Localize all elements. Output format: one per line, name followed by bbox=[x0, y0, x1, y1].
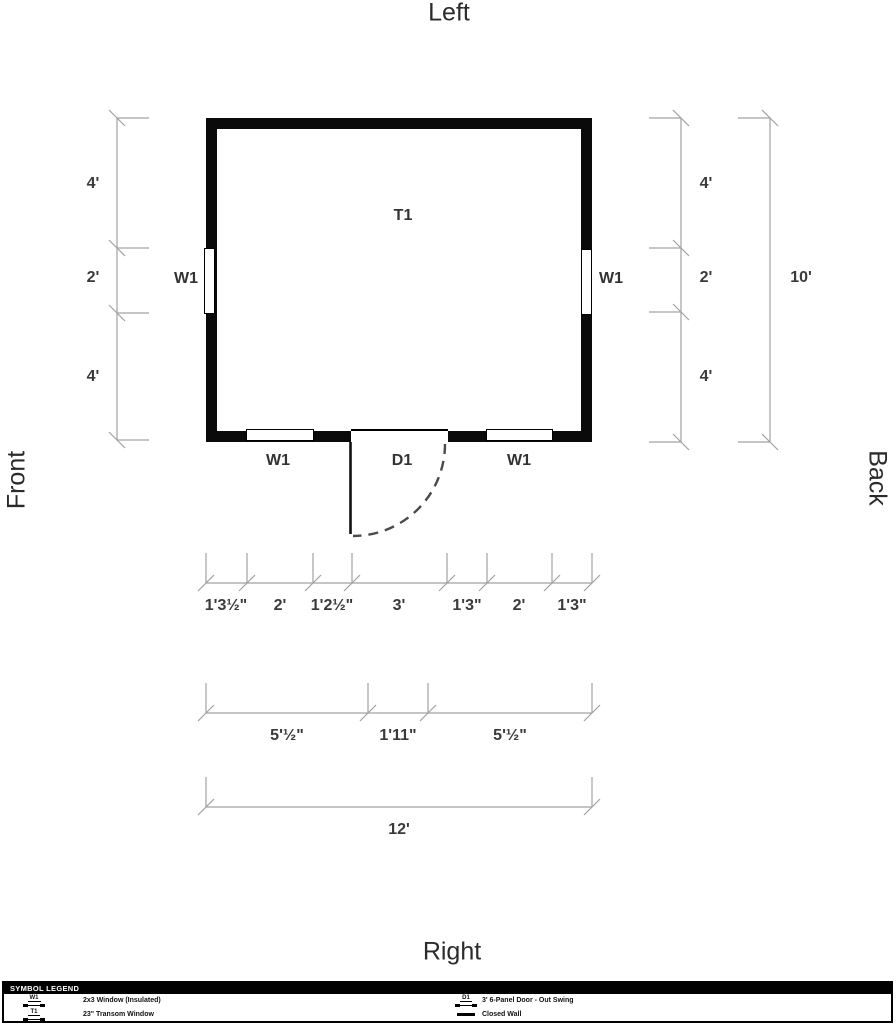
dim-right-top: 4' bbox=[699, 175, 713, 192]
right-wall-window bbox=[581, 249, 592, 315]
legend-item-label: Closed Wall bbox=[482, 1011, 522, 1018]
dim-right-middle: 2' bbox=[699, 269, 713, 286]
dim-front-seg-2: 1'2½" bbox=[310, 597, 354, 614]
bottom-left-window-label: W1 bbox=[266, 452, 290, 469]
front-group-dimension-line bbox=[197, 683, 601, 722]
legend-item-label: 3' 6-Panel Door - Out Swing bbox=[482, 997, 574, 1004]
orientation-left: Front bbox=[2, 450, 31, 510]
legend-item-closed-wall: Closed Wall bbox=[454, 1008, 521, 1021]
dim-right-bottom: 4' bbox=[699, 368, 713, 385]
legend-title: SYMBOL LEGEND bbox=[10, 984, 80, 993]
closed-wall-symbol-icon bbox=[454, 1013, 478, 1016]
orientation-bottom: Right bbox=[422, 937, 482, 966]
left-window-label: W1 bbox=[174, 270, 198, 287]
dim-left-middle: 2' bbox=[86, 269, 100, 286]
symbol-legend: SYMBOL LEGEND W1 2x3 Window (Insulated) … bbox=[2, 981, 893, 1023]
left-wall-window bbox=[204, 248, 215, 314]
front-wall-window-left bbox=[246, 429, 314, 441]
dim-front-seg-4: 1'3" bbox=[452, 597, 482, 614]
dim-front-group-1: 1'11" bbox=[379, 727, 417, 744]
dim-front-seg-3: 3' bbox=[392, 597, 406, 614]
legend-item-transom: T1 23" Transom Window bbox=[22, 1008, 154, 1021]
front-overall-dimension-line bbox=[197, 777, 601, 816]
window-symbol-icon: W1 bbox=[22, 995, 46, 1007]
left-dimension-line bbox=[108, 109, 149, 449]
legend-body: W1 2x3 Window (Insulated) T1 23" Transom… bbox=[4, 994, 891, 1021]
dim-front-total: 12' bbox=[388, 821, 410, 838]
dim-front-seg-6: 1'3" bbox=[557, 597, 587, 614]
dim-front-seg-1: 2' bbox=[273, 597, 287, 614]
right-overall-dimension-line bbox=[738, 109, 779, 451]
legend-item-label: 23" Transom Window bbox=[83, 1011, 154, 1018]
transom-label: T1 bbox=[393, 207, 413, 224]
dim-right-total: 10' bbox=[790, 269, 812, 286]
door-label: D1 bbox=[391, 452, 413, 469]
right-window-label: W1 bbox=[599, 270, 623, 287]
orientation-top: Left bbox=[428, 0, 470, 27]
door-swing-arc bbox=[352, 443, 447, 538]
dim-front-group-2: 5'½" bbox=[493, 727, 527, 744]
dim-left-top: 4' bbox=[86, 175, 100, 192]
bottom-right-window-label: W1 bbox=[507, 452, 531, 469]
front-wall-window-right bbox=[486, 429, 553, 441]
transom-symbol-icon: T1 bbox=[22, 1009, 46, 1021]
door-symbol-icon: D1 bbox=[454, 995, 478, 1007]
front-segment-dimension-line bbox=[197, 553, 601, 592]
dim-left-bottom: 4' bbox=[86, 368, 100, 385]
legend-item-label: 2x3 Window (Insulated) bbox=[83, 997, 161, 1004]
dim-front-seg-5: 2' bbox=[512, 597, 526, 614]
orientation-right: Back bbox=[863, 450, 892, 506]
right-segment-dimension-line bbox=[649, 109, 690, 451]
legend-item-window: W1 2x3 Window (Insulated) bbox=[22, 994, 161, 1007]
dim-front-group-0: 5'½" bbox=[270, 727, 304, 744]
legend-header: SYMBOL LEGEND bbox=[4, 983, 891, 994]
door-opening bbox=[351, 429, 448, 443]
legend-item-door: D1 3' 6-Panel Door - Out Swing bbox=[454, 994, 574, 1007]
dim-front-seg-0: 1'3½" bbox=[204, 597, 248, 614]
